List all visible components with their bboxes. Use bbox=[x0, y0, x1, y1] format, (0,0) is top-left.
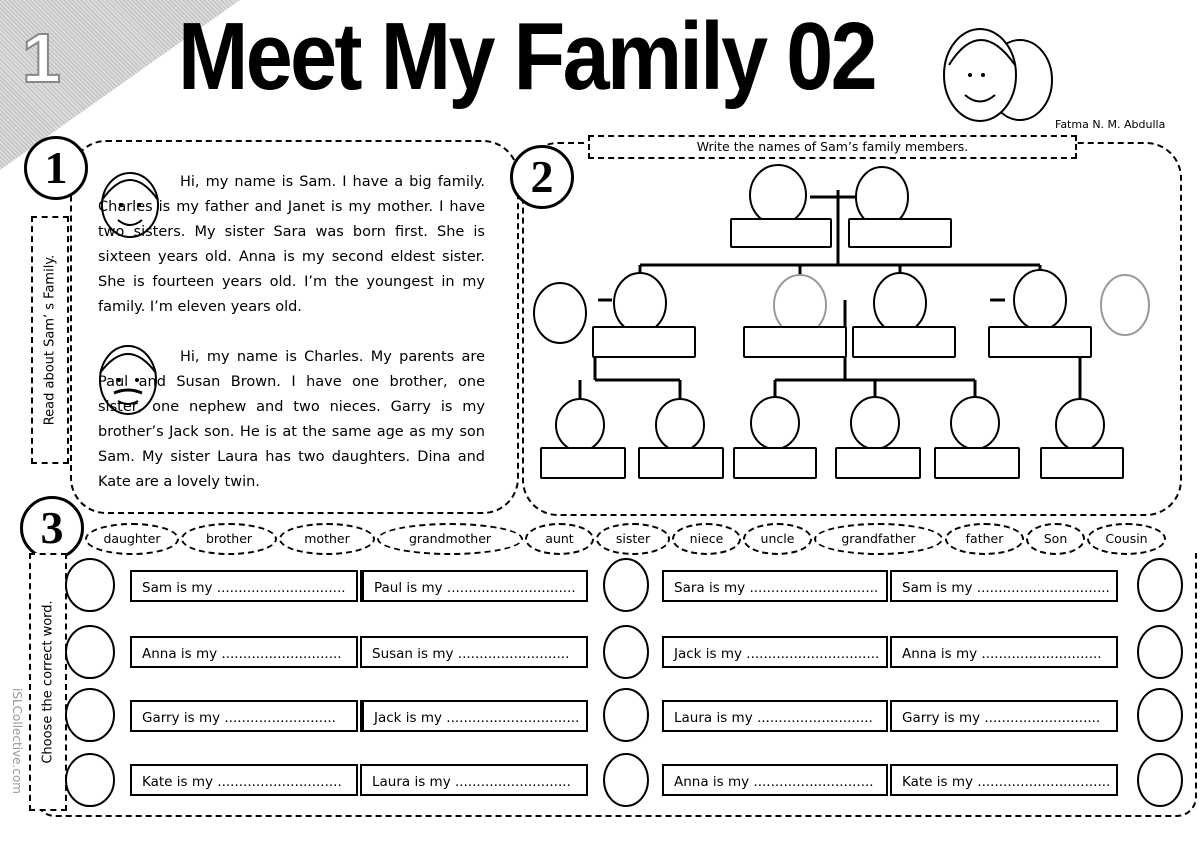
word-brother[interactable]: brother bbox=[181, 523, 277, 555]
sentence-field[interactable]: Jack is my .............................… bbox=[662, 636, 888, 668]
author-name: Fatma N. M. Abdulla bbox=[1055, 118, 1166, 131]
word-son[interactable]: Son bbox=[1026, 523, 1085, 555]
sentence-field[interactable]: Garry is my .......................... bbox=[130, 700, 358, 732]
sentence-field[interactable]: Laura is my ........................... bbox=[360, 764, 588, 796]
section-badge-3: 3 bbox=[20, 496, 84, 560]
name-box-cousin-1[interactable] bbox=[540, 447, 626, 479]
reading-box bbox=[70, 140, 519, 514]
name-box-mother[interactable] bbox=[743, 326, 847, 358]
sentence-field[interactable]: Sam is my ..............................… bbox=[890, 570, 1118, 602]
sentence-field[interactable]: Sam is my .............................. bbox=[130, 570, 358, 602]
reading-instruction: Read about Sam’ s Family. bbox=[31, 216, 69, 464]
exercise-instruction: Choose the correct word. bbox=[29, 553, 67, 811]
word-niece[interactable]: niece bbox=[672, 523, 741, 555]
sentence-field[interactable]: Susan is my .......................... bbox=[360, 636, 588, 668]
charles-face-icon bbox=[99, 345, 157, 415]
name-box-grandfather[interactable] bbox=[730, 218, 832, 248]
name-box-grandmother[interactable] bbox=[848, 218, 952, 248]
word-daughter[interactable]: daughter bbox=[85, 523, 179, 555]
sentence-field[interactable]: Laura is my ........................... bbox=[662, 700, 888, 732]
sentence-field[interactable]: Kate is my ............................. bbox=[130, 764, 358, 796]
word-mother[interactable]: mother bbox=[279, 523, 375, 555]
sentence-field[interactable]: Kate is my .............................… bbox=[890, 764, 1118, 796]
word-aunt[interactable]: aunt bbox=[525, 523, 594, 555]
word-father[interactable]: father bbox=[945, 523, 1024, 555]
sentence-field[interactable]: Anna is my ............................ bbox=[130, 636, 358, 668]
corner-number: 1 bbox=[21, 18, 62, 98]
name-box-sister-1[interactable] bbox=[733, 447, 817, 479]
exercise-instruction-text: Choose the correct word. bbox=[40, 600, 56, 764]
sentence-field[interactable]: Garry is my ........................... bbox=[890, 700, 1118, 732]
section-badge-2: 2 bbox=[510, 145, 574, 209]
word-uncle[interactable]: uncle bbox=[743, 523, 812, 555]
name-box-cousin-2[interactable] bbox=[638, 447, 724, 479]
name-box-uncle[interactable] bbox=[988, 326, 1092, 358]
sentence-field[interactable]: Jack is my .............................… bbox=[360, 700, 588, 732]
word-grandmother[interactable]: grandmother bbox=[377, 523, 523, 555]
sentence-field[interactable]: Anna is my ............................ bbox=[890, 636, 1118, 668]
page-title: Meet My Family 02 bbox=[178, 3, 878, 110]
sentence-field[interactable]: Sara is my .............................… bbox=[662, 570, 888, 602]
word-cousin[interactable]: Cousin bbox=[1087, 523, 1166, 555]
section-badge-1: 1 bbox=[24, 136, 88, 200]
sentence-field[interactable]: Anna is my ............................ bbox=[662, 764, 888, 796]
tree-instruction: Write the names of Sam’s family members. bbox=[588, 135, 1077, 159]
face-icons bbox=[533, 164, 1150, 452]
kids-faces-icon bbox=[943, 28, 1053, 122]
word-grandfather[interactable]: grandfather bbox=[814, 523, 943, 555]
reading-instruction-text: Read about Sam’ s Family. bbox=[42, 254, 58, 426]
name-box-cousin-3[interactable] bbox=[1040, 447, 1124, 479]
charles-paragraph: Hi, my name is Charles. My parents are P… bbox=[98, 349, 485, 490]
name-box-sam[interactable] bbox=[934, 447, 1020, 479]
word-bank: daughter brother mother grandmother aunt… bbox=[85, 523, 1185, 555]
word-sister[interactable]: sister bbox=[596, 523, 670, 555]
watermark: iSLCollective.com bbox=[10, 688, 24, 794]
name-box-father[interactable] bbox=[852, 326, 956, 358]
sentence-field[interactable]: Paul is my .............................… bbox=[360, 570, 588, 602]
row-face-icons bbox=[65, 558, 1183, 807]
sam-face-icon bbox=[101, 172, 159, 238]
name-box-sister-2[interactable] bbox=[835, 447, 921, 479]
family-tree bbox=[533, 164, 1150, 452]
name-box-aunt[interactable] bbox=[592, 326, 696, 358]
sam-paragraph: Hi, my name is Sam. I have a big family.… bbox=[98, 174, 485, 315]
